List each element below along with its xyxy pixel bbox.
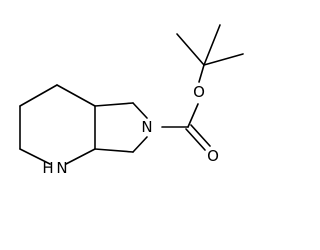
bond-n1-c2 bbox=[19, 148, 51, 165]
bond-o-tbu bbox=[198, 64, 205, 83]
bond-c4-c4a bbox=[56, 84, 96, 107]
bond-tbu-methyl-right bbox=[203, 53, 244, 66]
bond-carbonyl-double-a bbox=[185, 128, 206, 151]
bond-tbu-methyl-left bbox=[176, 33, 205, 66]
atom-o-carbonyl: O bbox=[207, 147, 219, 165]
bond-c7-c7a bbox=[94, 148, 134, 153]
bond-carbonyl-c-o-single bbox=[187, 103, 199, 128]
bond-c5-n6 bbox=[132, 102, 148, 119]
bond-c3-c4 bbox=[19, 84, 58, 107]
atom-n-ring: N bbox=[141, 118, 152, 136]
molecule-structure: N N H O O bbox=[19, 24, 244, 177]
atom-h-amine: H bbox=[42, 159, 53, 177]
bond-tbu-methyl-top bbox=[203, 24, 221, 66]
bond-n6-c7 bbox=[132, 136, 148, 153]
atom-n-amine: N bbox=[56, 159, 67, 177]
bond-carbonyl-double-b bbox=[190, 124, 211, 147]
atom-o-ester: O bbox=[193, 83, 205, 101]
bond-c7a-n1 bbox=[65, 148, 96, 165]
bond-c4a-c5 bbox=[94, 102, 134, 107]
